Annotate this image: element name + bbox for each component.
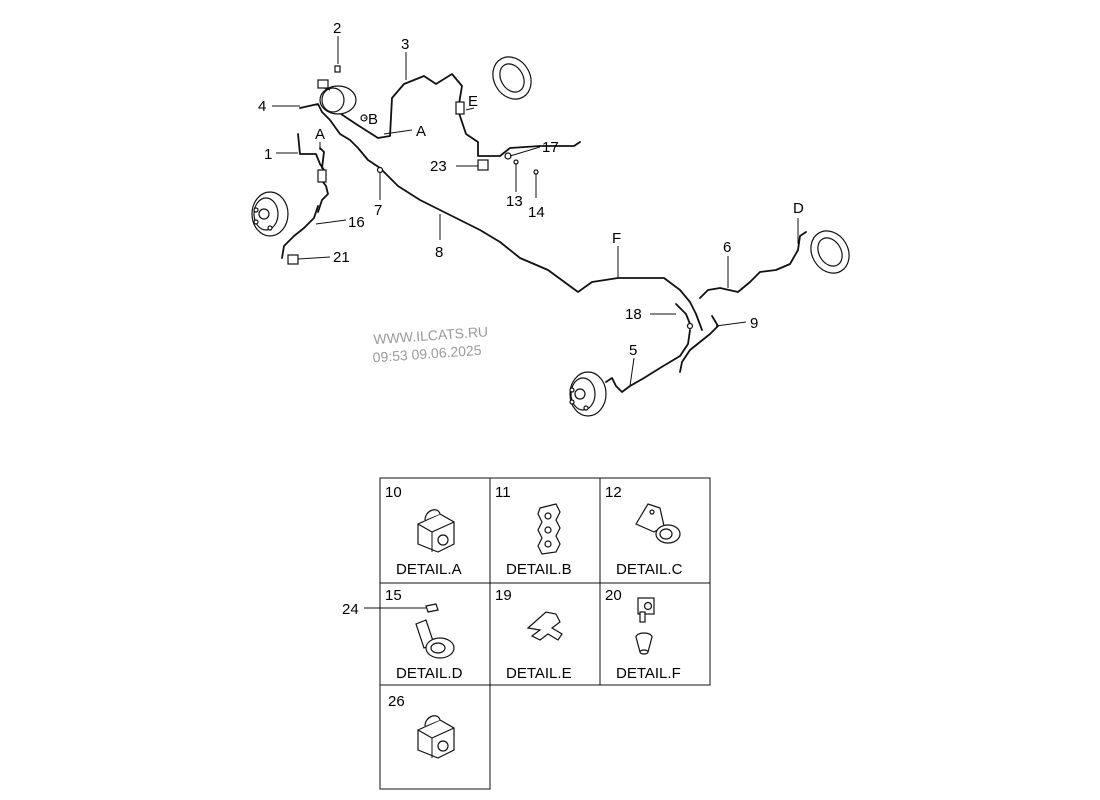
- coil-e[interactable]: [455, 101, 465, 115]
- brake-pipes: [281, 73, 807, 393]
- callout-1[interactable]: 1: [264, 146, 272, 163]
- callout-8[interactable]: 8: [435, 244, 443, 261]
- clip-21[interactable]: [287, 254, 299, 265]
- letter-f: F: [612, 230, 621, 247]
- pipe-3[interactable]: [331, 73, 581, 157]
- callout-3[interactable]: 3: [401, 36, 409, 53]
- front-hub[interactable]: [251, 191, 289, 237]
- block-and-grommet-icon: [635, 597, 655, 655]
- detail-number: 10: [385, 484, 402, 501]
- detail-cell-b[interactable]: 11 DETAIL.B: [489, 477, 601, 584]
- callout-23[interactable]: 23: [430, 158, 447, 175]
- detail-number: 15: [385, 587, 402, 604]
- watermark-url: WWW.ILCATS.RU: [373, 323, 489, 347]
- callout-21[interactable]: 21: [333, 249, 350, 266]
- detail-cell-26[interactable]: 26: [379, 684, 491, 790]
- detail-cell-d[interactable]: 15 DETAIL.D: [379, 582, 491, 686]
- callout-6[interactable]: 6: [723, 239, 731, 256]
- double-clip-icon: [537, 503, 561, 555]
- detail-number: 12: [605, 484, 622, 501]
- pipe-18[interactable]: [675, 303, 691, 325]
- callout-24[interactable]: 24: [342, 601, 359, 618]
- clip-block-icon: [417, 509, 455, 553]
- part-2-fitting[interactable]: [334, 65, 341, 73]
- detail-cell-e[interactable]: 19 DETAIL.E: [489, 582, 601, 686]
- fitting-7[interactable]: [376, 166, 384, 174]
- spring-clip-icon: [526, 611, 563, 641]
- callout-9[interactable]: 9: [750, 315, 758, 332]
- detail-title: DETAIL.D: [396, 665, 463, 682]
- detail-cell-f[interactable]: 20 DETAIL.F: [599, 582, 711, 686]
- callout-18[interactable]: 18: [625, 306, 642, 323]
- rear-hub[interactable]: [569, 371, 607, 417]
- detail-title: DETAIL.B: [506, 561, 572, 578]
- callout-7[interactable]: 7: [374, 202, 382, 219]
- detail-number: 11: [495, 484, 511, 501]
- watermark-timestamp: 09:53 09.06.2025: [372, 342, 482, 366]
- pipe-4[interactable]: [299, 103, 703, 331]
- detail-title: DETAIL.F: [616, 665, 681, 682]
- callout-16[interactable]: 16: [348, 214, 365, 231]
- hose-16[interactable]: [281, 205, 319, 259]
- detail-cell-a[interactable]: 10 DETAIL.A: [379, 477, 491, 584]
- fitting-18[interactable]: [686, 322, 694, 330]
- pipe-5[interactable]: [605, 329, 691, 393]
- coil-a[interactable]: [317, 169, 327, 183]
- bolt-13[interactable]: [513, 159, 519, 165]
- letter-b: B: [368, 111, 378, 128]
- bracket-with-bolt-icon: [415, 603, 455, 659]
- letter-e: E: [468, 93, 478, 110]
- callout-4[interactable]: 4: [258, 98, 266, 115]
- callout-17[interactable]: 17: [542, 139, 559, 156]
- pipe-1-hook: [319, 147, 325, 169]
- detail-number: 19: [495, 587, 512, 604]
- detail-cell-c[interactable]: 12 DETAIL.C: [599, 477, 711, 584]
- master-cylinder[interactable]: [317, 79, 357, 115]
- grommet-ring-upper[interactable]: [485, 50, 538, 106]
- grommet-ring-right[interactable]: [803, 224, 856, 280]
- watermark: WWW.ILCATS.RU 09:53 09.06.2025: [372, 323, 489, 366]
- detail-number: 26: [388, 693, 405, 710]
- detail-number: 20: [605, 587, 622, 604]
- leader-lines: [272, 36, 799, 387]
- detail-title: DETAIL.C: [616, 561, 683, 578]
- bolt-14[interactable]: [533, 169, 539, 175]
- pipe-bracket-icon: [635, 503, 681, 544]
- clip-block-icon: [417, 715, 455, 759]
- letter-a-mid: A: [416, 123, 426, 140]
- letter-a-upper: A: [315, 126, 325, 143]
- clip-23[interactable]: [477, 159, 489, 171]
- callout-5[interactable]: 5: [629, 342, 637, 359]
- detail-title: DETAIL.A: [396, 561, 462, 578]
- detail-title: DETAIL.E: [506, 665, 572, 682]
- detail-grid: 10 DETAIL.A 11 DETAIL.B 12: [379, 477, 711, 790]
- pipe-6[interactable]: [699, 231, 807, 299]
- callout-14[interactable]: 14: [528, 204, 545, 221]
- callout-13[interactable]: 13: [506, 193, 523, 210]
- callout-2[interactable]: 2: [333, 20, 341, 37]
- callout-labels: 2 3 4 1 A B A E 17 23 13 14 7 16 21 8 F …: [258, 20, 804, 359]
- letter-d: D: [793, 200, 804, 217]
